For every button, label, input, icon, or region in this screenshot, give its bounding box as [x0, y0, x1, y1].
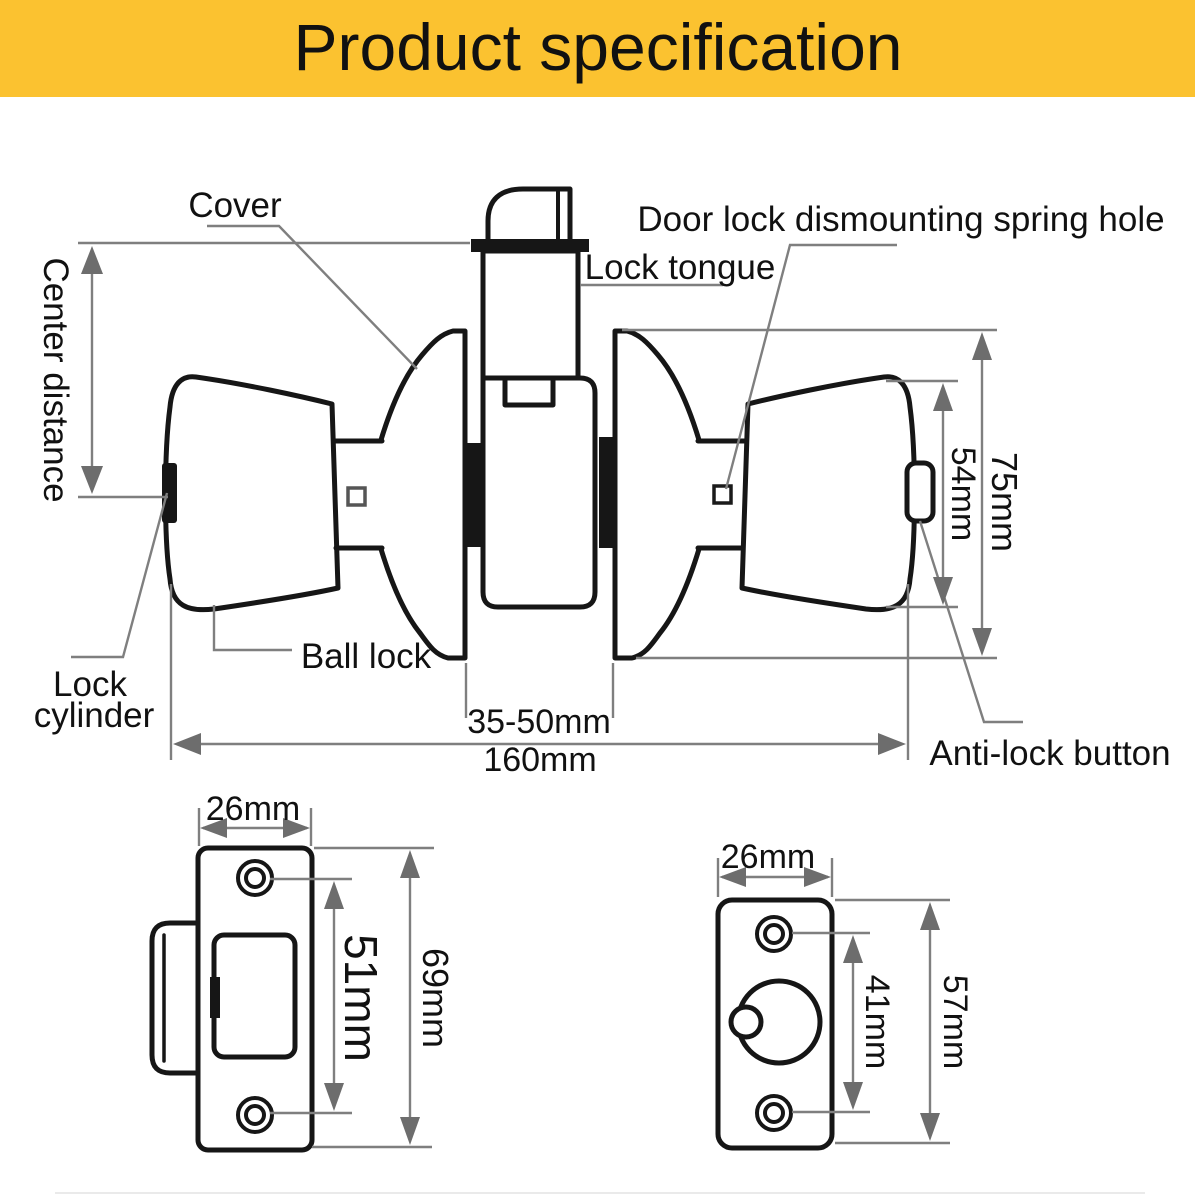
rose-height-value: 75mm — [984, 452, 1025, 552]
strike-plate-cutout — [211, 932, 298, 1060]
label-lock-cylinder-line1: Lock — [53, 665, 127, 704]
arrow-left-icon — [200, 818, 227, 838]
label-cover: Cover — [188, 186, 282, 225]
overall-length-value: 160mm — [483, 741, 596, 779]
strike-width-value: 26mm — [206, 790, 300, 828]
strike-height-value: 69mm — [415, 948, 456, 1048]
dim-overall-length: 160mm — [169, 584, 910, 779]
dim-strike-height: 69mm — [312, 846, 456, 1149]
arrow-down-icon — [324, 1083, 344, 1111]
screw-hole-icon — [236, 1096, 274, 1134]
spring-hole-right — [712, 484, 733, 505]
arrow-up-icon — [933, 383, 953, 411]
arrow-down-icon — [933, 577, 953, 605]
arrow-up-icon — [920, 902, 940, 930]
strike-plate-drawing: 26mm 51mm 69mm — [149, 790, 456, 1153]
arrow-up-icon — [400, 850, 420, 878]
latch-pin-circle — [728, 1004, 764, 1040]
latch-chassis — [480, 248, 581, 381]
screw-hole-icon — [244, 867, 266, 889]
spring-hole-left — [346, 486, 367, 507]
arrow-right-icon — [878, 733, 906, 755]
latch-plate-drawing: 26mm 41mm 57mm — [715, 838, 974, 1151]
knob-height-value: 54mm — [944, 447, 982, 541]
arrow-up-icon — [81, 246, 103, 274]
dim-latch-hole-spacing: 41mm — [792, 931, 896, 1114]
dim-door-thickness: 35-50mm — [464, 663, 615, 741]
latch-width-value: 26mm — [721, 838, 815, 876]
lock-tongue-shape — [485, 186, 573, 244]
dim-strike-width: 26mm — [197, 790, 313, 846]
left-rose-cover — [378, 328, 468, 661]
lock-cylinder-keyway — [162, 463, 177, 523]
anti-lock-button-shape — [904, 460, 936, 524]
arrow-left-icon — [719, 867, 746, 887]
left-knob — [163, 374, 341, 613]
arrow-right-icon — [804, 867, 831, 887]
dim-latch-height: 57mm — [835, 898, 974, 1145]
label-lock-cylinder-line2: cylinder — [34, 696, 155, 735]
arrow-down-icon — [81, 466, 103, 494]
banner-background — [0, 0, 1195, 97]
strike-plate-cutout-notch — [210, 977, 220, 1018]
screw-hole-icon — [244, 1104, 266, 1126]
label-lock-tongue: Lock tongue — [585, 248, 776, 287]
arrow-right-icon — [283, 818, 310, 838]
spring-hole-leader — [724, 243, 897, 490]
chassis-notch — [502, 375, 556, 408]
strike-hole-spacing-value: 51mm — [335, 934, 387, 1062]
ball-lock-leader — [212, 605, 292, 652]
strike-plate-tab — [149, 920, 201, 1076]
page-title: Product specification — [294, 10, 903, 84]
dim-strike-hole-spacing: 51mm — [270, 877, 387, 1115]
arrow-up-icon — [843, 935, 863, 963]
screw-hole-icon — [755, 1094, 793, 1132]
dim-latch-width: 26mm — [716, 838, 834, 897]
screw-hole-icon — [763, 923, 785, 945]
dim-knob-height: 54mm — [886, 379, 982, 609]
center-distance-label: Center distance — [36, 257, 75, 502]
door-section-left — [465, 443, 481, 547]
dim-center-distance: Center distance — [36, 241, 470, 503]
arrow-left-icon — [173, 733, 201, 755]
label-ball-lock: Ball lock — [301, 637, 432, 676]
door-thickness-value: 35-50mm — [467, 703, 611, 741]
label-anti-lock: Anti-lock button — [929, 734, 1170, 773]
screw-hole-icon — [763, 1102, 785, 1124]
cover-plate — [471, 239, 589, 252]
callout-labels: Cover Door lock dismounting spring hole … — [34, 186, 1171, 773]
dim-rose-height: 75mm — [622, 328, 1025, 660]
arrow-down-icon — [972, 628, 992, 656]
latch-hole-spacing-value: 41mm — [858, 975, 896, 1069]
right-knob — [739, 374, 917, 613]
screw-hole-icon — [755, 915, 793, 953]
door-section-right — [599, 437, 615, 548]
latch-plate-body — [715, 897, 835, 1151]
arrow-down-icon — [400, 1117, 420, 1145]
arrow-down-icon — [920, 1113, 940, 1141]
lock-cylinder-leader — [71, 492, 169, 659]
lockset-drawing — [162, 186, 936, 661]
latch-height-value: 57mm — [936, 975, 974, 1069]
right-rose-cover — [612, 328, 702, 661]
cover-leader — [207, 224, 418, 370]
title-banner: Product specification — [0, 0, 1195, 97]
label-spring-hole: Door lock dismounting spring hole — [637, 200, 1164, 239]
latch-case — [480, 375, 598, 610]
arrow-up-icon — [972, 332, 992, 360]
arrow-down-icon — [843, 1082, 863, 1110]
arrow-up-icon — [324, 881, 344, 909]
